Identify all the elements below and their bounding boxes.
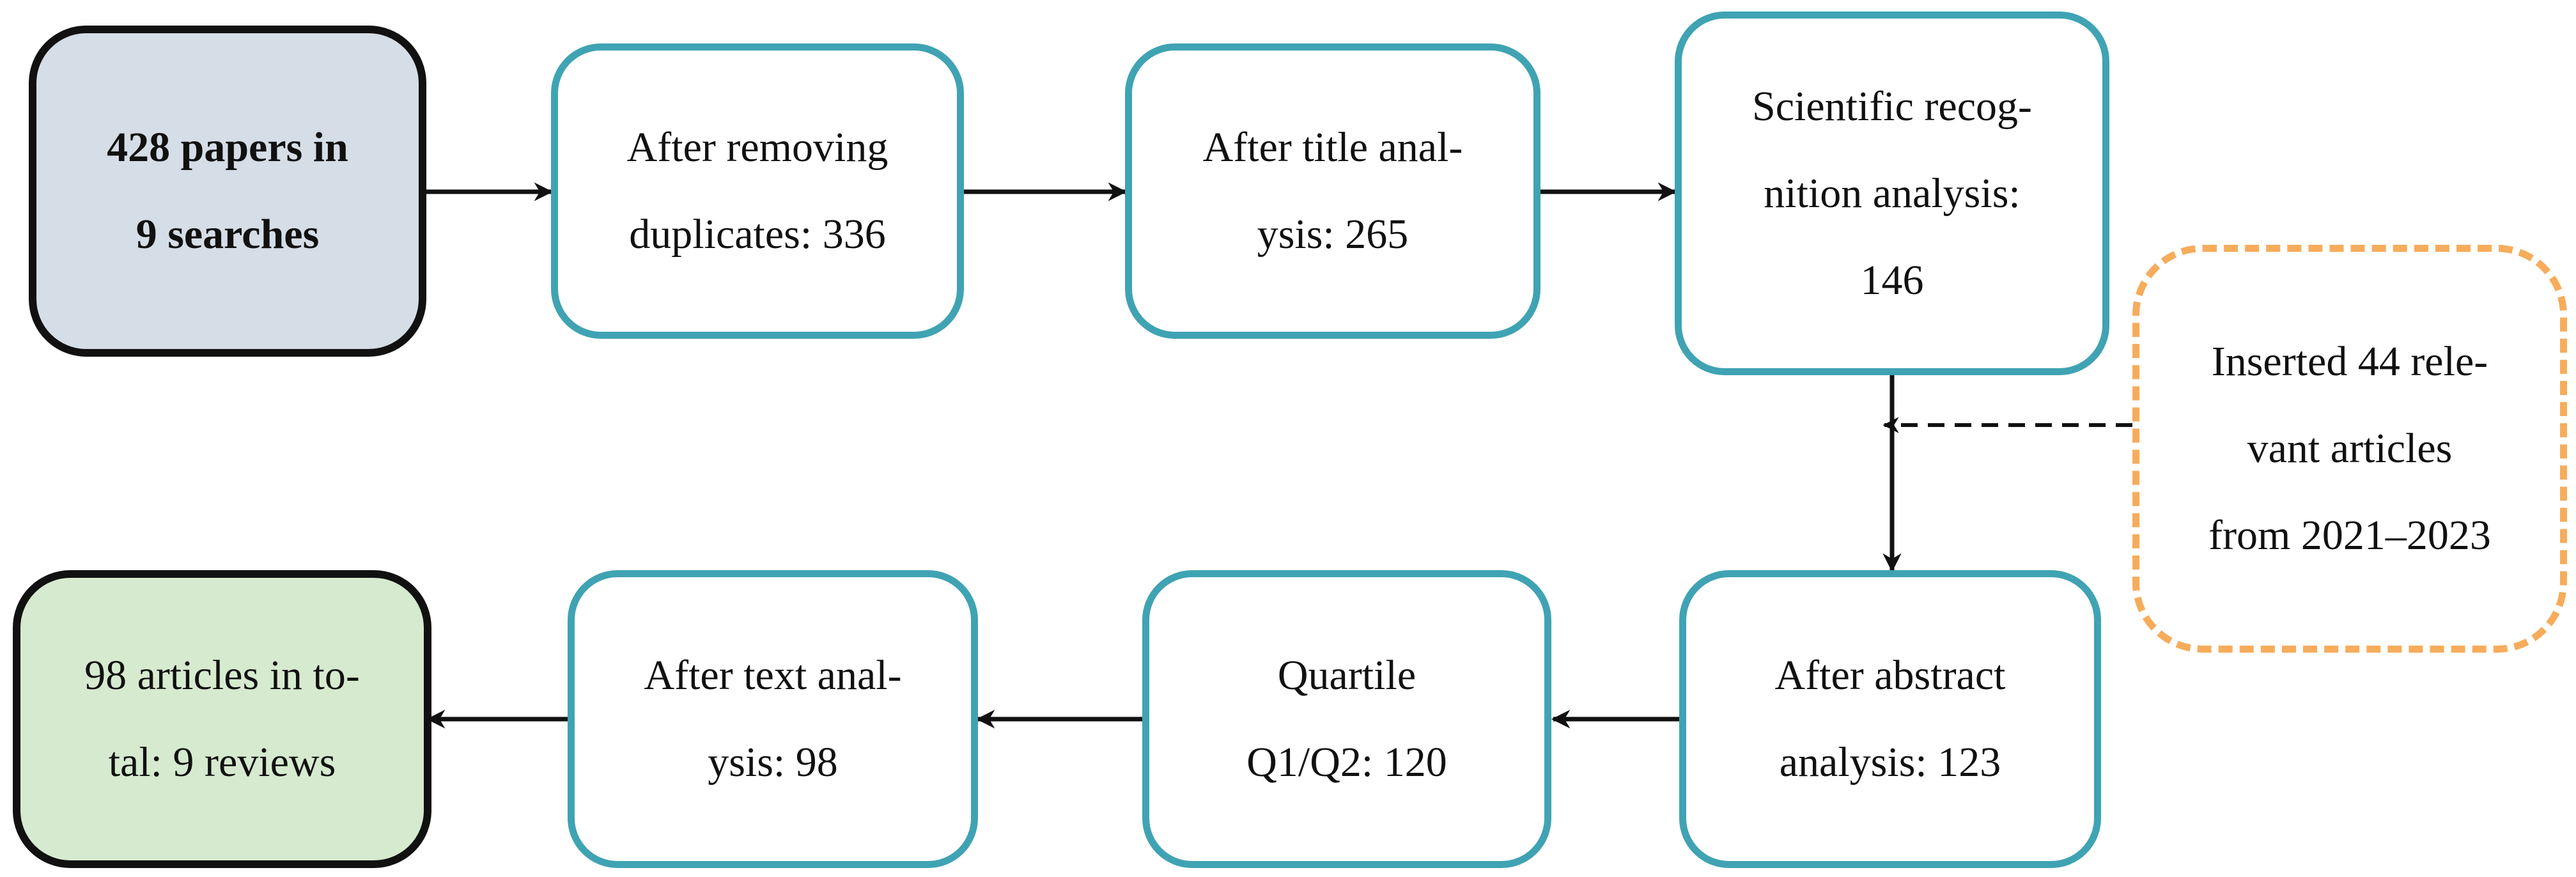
end-node-total-articles: 98 articles in to- tal: 9 reviews	[13, 570, 431, 868]
start-node-label: 428 papers in 9 searches	[107, 124, 348, 258]
step-title-analysis: After title anal- ysis: 265	[1125, 43, 1540, 339]
step-abstract-analysis-label: After abstract analysis: 123	[1774, 652, 2006, 786]
step-abstract-analysis: After abstract analysis: 123	[1679, 570, 2101, 868]
step-scientific-recognition: Scientific recog- nition analysis: 146	[1675, 12, 2109, 375]
step-quartile: Quartile Q1/Q2: 120	[1142, 570, 1551, 868]
inserted-articles-node: Inserted 44 rele- vant articles from 202…	[2132, 245, 2567, 653]
step-text-analysis-label: After text anal- ysis: 98	[644, 652, 902, 786]
step-removing-duplicates-label: After removing duplicates: 336	[626, 124, 888, 258]
step-quartile-label: Quartile Q1/Q2: 120	[1246, 652, 1447, 786]
end-node-label: 98 articles in to- tal: 9 reviews	[84, 652, 360, 786]
step-text-analysis: After text anal- ysis: 98	[568, 570, 978, 868]
step-removing-duplicates: After removing duplicates: 336	[551, 43, 964, 339]
step-scientific-recognition-label: Scientific recog- nition analysis: 146	[1752, 82, 2032, 304]
inserted-articles-label: Inserted 44 rele- vant articles from 202…	[2208, 338, 2491, 559]
step-title-analysis-label: After title anal- ysis: 265	[1202, 124, 1463, 258]
start-node-papers: 428 papers in 9 searches	[29, 26, 426, 357]
